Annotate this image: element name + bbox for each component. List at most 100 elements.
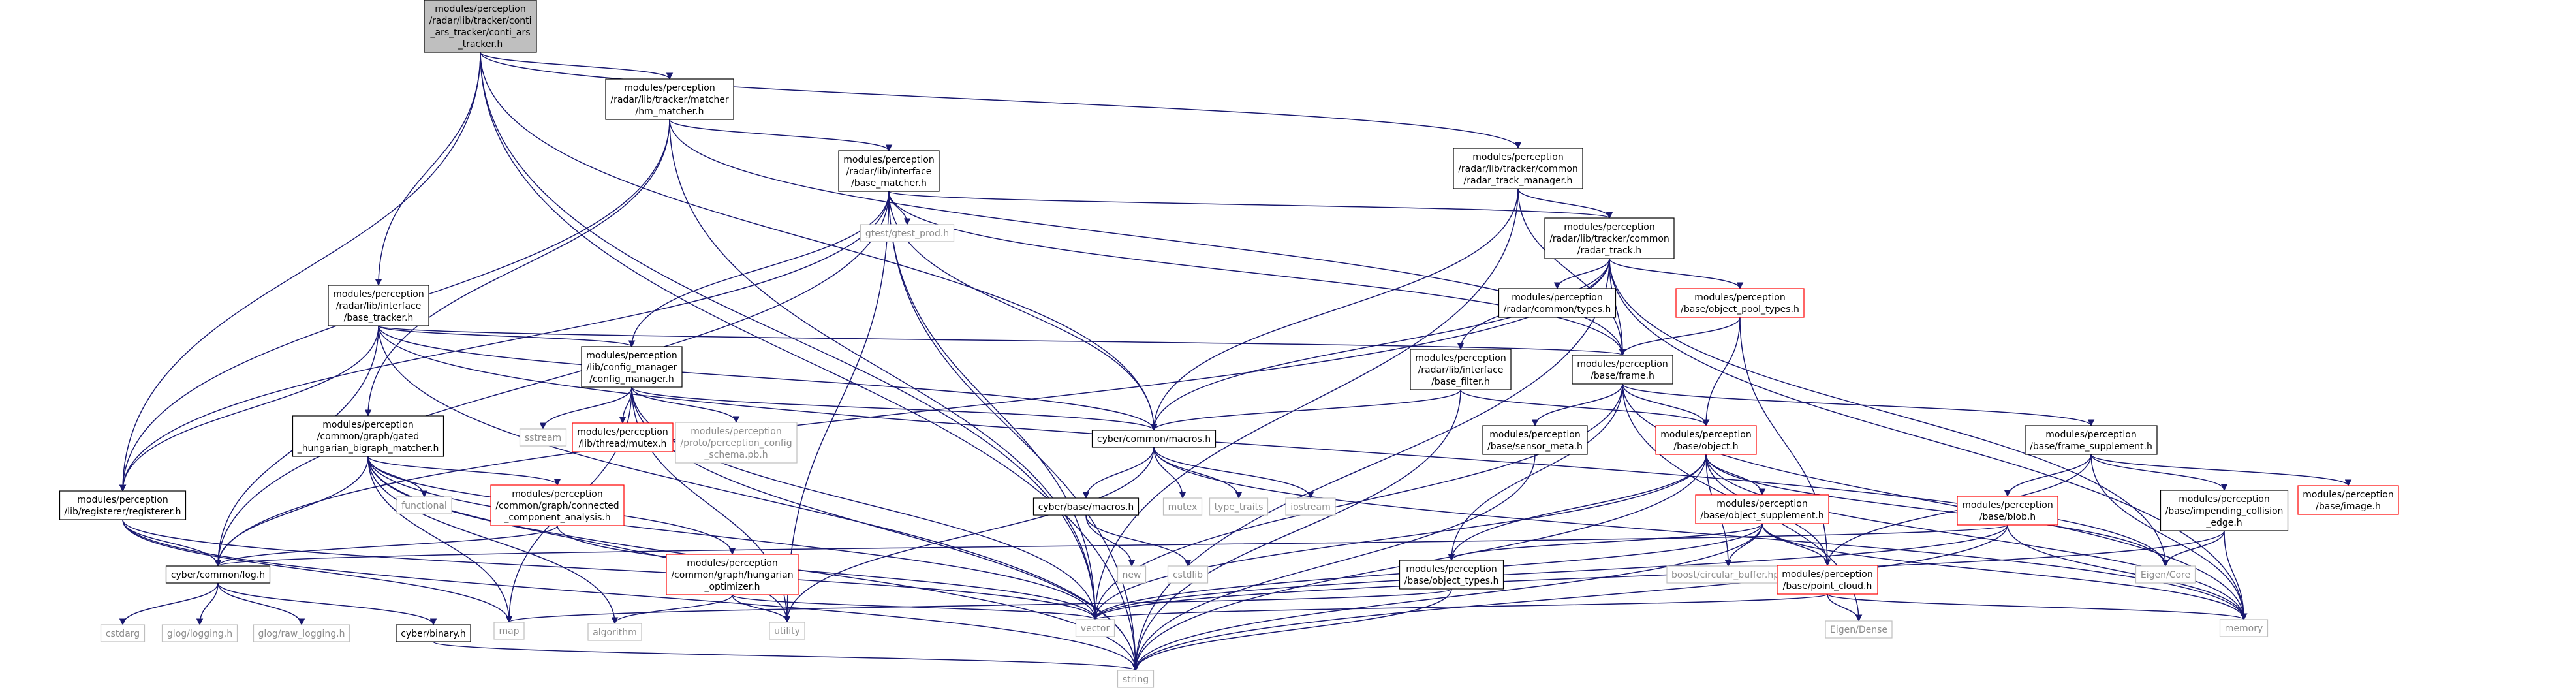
node-sensor-meta[interactable]: modules/perception/base/sensor_meta.h (1482, 425, 1588, 455)
node-radar-types[interactable]: modules/perception/radar/common/types.h (1498, 288, 1617, 318)
node-eigen-dense[interactable]: Eigen/Dense (1825, 620, 1893, 639)
edge-registerer-to-string (122, 519, 1140, 672)
edge-log-to-glog-raw-logging (217, 582, 305, 626)
node-hm-matcher[interactable]: modules/perception/radar/lib/tracker/mat… (605, 78, 734, 120)
node-gtest-prod[interactable]: gtest/gtest_prod.h (860, 224, 955, 242)
node-iostream[interactable]: iostream (1285, 497, 1336, 516)
node-base-matcher[interactable]: modules/perception/radar/lib/interface/b… (838, 150, 940, 192)
edge-base-macros-to-new (1085, 514, 1136, 567)
node-label: /radar/lib/tracker/matcher (610, 95, 728, 105)
node-mutex-h[interactable]: modules/perception/lib/thread/mutex.h (572, 422, 674, 452)
node-eigen-core[interactable]: Eigen/Core (2135, 565, 2196, 584)
edge-root-to-hm-matcher (480, 52, 674, 80)
node-config-manager[interactable]: modules/perception/lib/config_manager/co… (581, 346, 683, 388)
node-binary[interactable]: cyber/binary.h (396, 624, 471, 642)
node-box (396, 624, 471, 642)
node-label: /lib/thread/mutex.h (579, 439, 667, 449)
node-label: /radar_track.h (1577, 245, 1641, 256)
node-label: modules/perception (1577, 359, 1668, 370)
node-image-h[interactable]: modules/perception/base/image.h (2297, 485, 2399, 515)
node-label: /base/image.h (2316, 501, 2381, 512)
node-box (1162, 497, 1203, 516)
edge-base-object-types-to-map (506, 588, 1452, 623)
node-label: utility (774, 626, 800, 637)
edge-base-matcher-to-log (214, 191, 890, 567)
node-type-traits[interactable]: type_traits (1209, 497, 1269, 516)
node-glog-logging[interactable]: glog/logging.h (161, 624, 238, 642)
node-string[interactable]: string (1117, 670, 1155, 688)
node-utility[interactable]: utility (769, 622, 805, 640)
edge-base-tracker-to-registerer (119, 325, 379, 492)
node-vector[interactable]: vector (1075, 619, 1115, 637)
node-label: modules/perception (322, 420, 413, 430)
edge-base-matcher-to-frame (888, 191, 1626, 356)
edge-binary-to-string (433, 641, 1139, 672)
node-box (2025, 425, 2158, 455)
node-base-filter[interactable]: modules/perception/radar/lib/interface/b… (1410, 349, 1512, 390)
node-algorithm[interactable]: algorithm (587, 623, 642, 641)
node-glog-raw-logging[interactable]: glog/raw_logging.h (253, 624, 350, 642)
node-root[interactable]: modules/perception/radar/lib/tracker/con… (424, 0, 537, 53)
node-box (424, 0, 537, 53)
node-memory[interactable]: memory (2219, 619, 2269, 637)
node-box (2297, 485, 2399, 515)
node-connected-component[interactable]: modules/perception/common/graph/connecte… (490, 484, 625, 526)
node-object-supplement[interactable]: modules/perception/base/object_supplemen… (1695, 494, 1829, 524)
node-perception-config[interactable]: modules/perception/proto/perception_conf… (675, 422, 798, 464)
dependency-edges (119, 52, 2352, 672)
edge-base-tracker-to-macros (378, 325, 1158, 432)
node-point-cloud[interactable]: modules/perception/base/point_cloud.h (1777, 565, 1878, 595)
node-object-h[interactable]: modules/perception/base/object.h (1655, 425, 1757, 455)
node-box (328, 285, 429, 326)
node-box (396, 496, 452, 514)
node-label: vector (1081, 623, 1110, 634)
node-base-tracker[interactable]: modules/perception/radar/lib/interface/b… (328, 285, 429, 326)
node-label: algorithm (593, 627, 637, 638)
node-new[interactable]: new (1117, 565, 1147, 584)
node-label: /radar_track_manager.h (1464, 176, 1573, 186)
node-boost-cb[interactable]: boost/circular_buffer.hpp (1666, 565, 1790, 584)
node-gated-hungarian[interactable]: modules/perception/common/graph/gated_hu… (292, 415, 444, 457)
node-box (1453, 148, 1583, 189)
node-frame[interactable]: modules/perception/base/frame.h (1572, 355, 1673, 385)
node-label: modules/perception (333, 289, 424, 300)
node-cstdlib[interactable]: cstdlib (1167, 565, 1209, 584)
node-frame-supplement[interactable]: modules/perception/base/frame_supplement… (2025, 425, 2158, 455)
node-label: type_traits (1215, 502, 1264, 513)
node-label: /radar/lib/tracker/conti (429, 16, 531, 26)
node-base-object-types[interactable]: modules/perception/base/object_types.h (1399, 560, 1504, 590)
node-box (769, 622, 805, 640)
node-label: functional (401, 501, 447, 511)
edge-config-manager-to-macros (631, 386, 1158, 432)
edge-log-to-binary (217, 582, 437, 626)
node-base-macros[interactable]: cyber/base/macros.h (1032, 497, 1140, 516)
edge-object-supplement-to-base-object-types (1448, 523, 1763, 561)
node-label: modules/perception (435, 4, 525, 14)
node-label: /base_matcher.h (851, 178, 927, 189)
node-log[interactable]: cyber/common/log.h (165, 565, 271, 584)
node-label: modules/perception (843, 155, 934, 165)
node-map[interactable]: map (493, 622, 525, 640)
node-box (292, 415, 444, 457)
node-object-pool-types[interactable]: modules/perception/base/object_pool_type… (1675, 288, 1805, 318)
node-impending-collision[interactable]: modules/perception/base/impending_collis… (2160, 490, 2289, 531)
node-mutex[interactable]: mutex (1162, 497, 1203, 516)
node-radar-track-manager[interactable]: modules/perception/radar/lib/tracker/com… (1453, 148, 1583, 189)
node-macros[interactable]: cyber/common/macros.h (1091, 430, 1217, 448)
node-hungarian-optimizer[interactable]: modules/perception/common/graph/hungaria… (666, 554, 799, 595)
node-label: modules/perception (1694, 292, 1785, 303)
edge-base-macros-to-cstdlib (1085, 514, 1192, 567)
edge-config-manager-to-sstream (539, 386, 632, 430)
node-registerer[interactable]: modules/perception/lib/registerer/regist… (59, 490, 187, 520)
node-label: modules/perception (1472, 152, 1563, 163)
node-box (253, 624, 350, 642)
node-sstream[interactable]: sstream (519, 428, 567, 447)
node-box (587, 623, 642, 641)
node-blob[interactable]: modules/perception/base/blob.h (1957, 496, 2058, 526)
node-box (1957, 496, 2058, 526)
edge-radar-track-manager-to-macros (1150, 188, 1519, 432)
node-cstdarg[interactable]: cstdarg (100, 624, 146, 642)
node-radar-track[interactable]: modules/perception/radar/lib/tracker/com… (1544, 217, 1675, 259)
node-functional[interactable]: functional (396, 496, 452, 514)
